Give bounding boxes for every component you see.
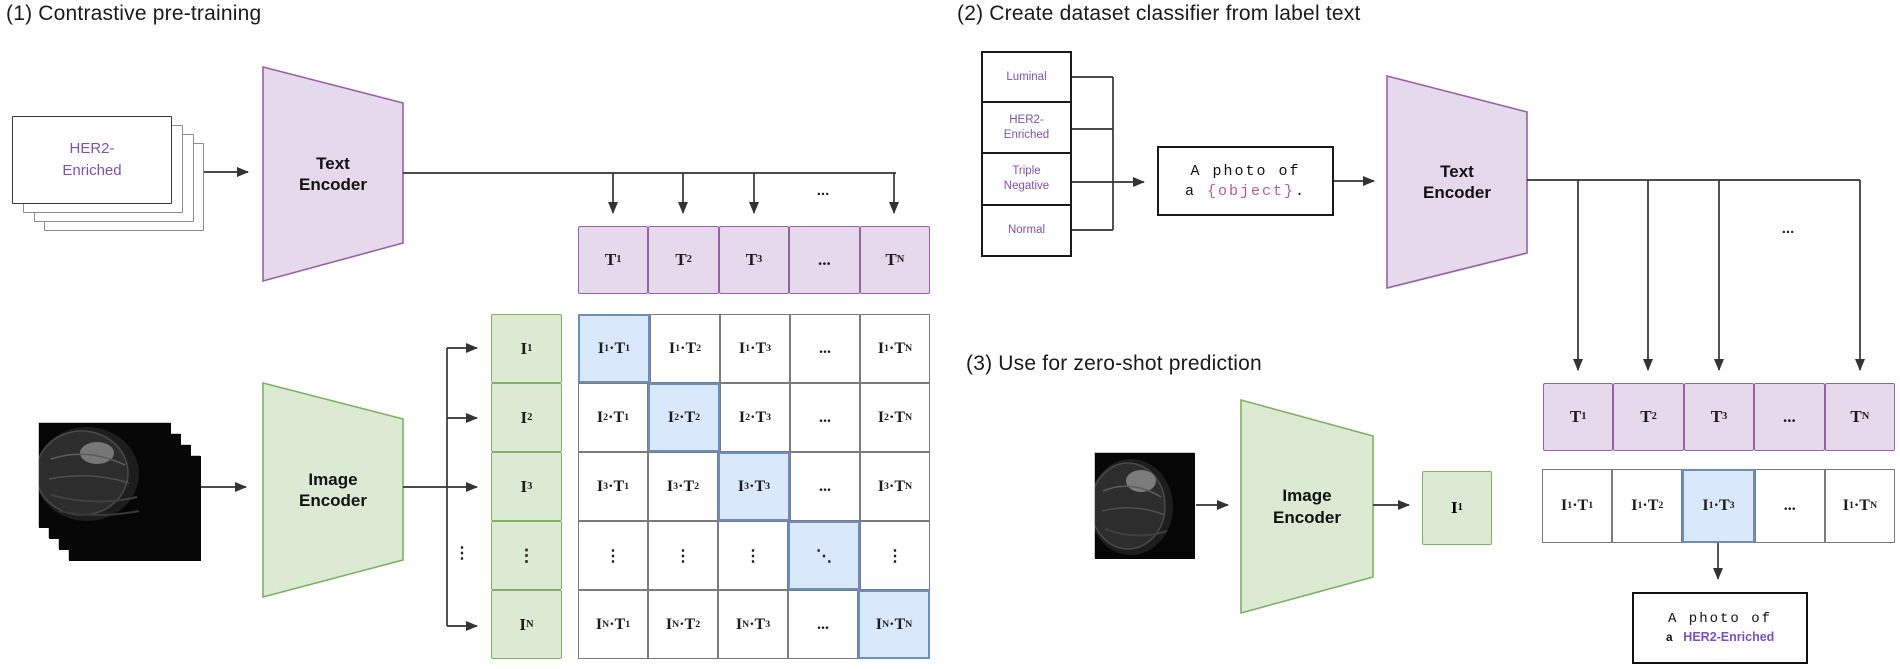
matrix-cell: ⋮: [718, 521, 788, 590]
matrix-cell: ...: [788, 590, 858, 659]
prompt-line2: a {object}.: [1185, 183, 1306, 200]
matrix-cell: ...: [790, 314, 860, 383]
matrix-cell: ⋮: [648, 521, 718, 590]
text-encoder-shape-2: [1386, 74, 1528, 290]
prompt-object-placeholder: {object}: [1206, 182, 1295, 200]
panel1-title: (1) Contrastive pre-training: [6, 2, 262, 25]
image-encoder-shape-1: [262, 381, 404, 599]
similarity-cell: ...: [1754, 469, 1825, 543]
result-prefix: a: [1665, 630, 1673, 645]
text-encoder-shape-1: [262, 65, 404, 283]
result-line1: A photo of: [1667, 610, 1772, 627]
prompt-prefix: a: [1184, 182, 1207, 200]
prompt-line1: A photo of: [1190, 162, 1301, 180]
ellipsis-drops: ...: [1781, 220, 1795, 237]
image-encoder-shape-3: [1240, 398, 1374, 615]
prompt-suffix: .: [1295, 182, 1307, 200]
result-line2: a HER2-Enriched: [1666, 630, 1775, 646]
matrix-cell: ...: [790, 452, 860, 521]
i-cell: ⋮: [491, 521, 562, 590]
ellipsis-top: ...: [816, 182, 830, 199]
mammogram-image: [35, 422, 171, 528]
ellipsis-branch: ⋮: [454, 545, 470, 562]
result-predicted-class: HER2-Enriched: [1683, 629, 1775, 644]
query-mammogram-image: [1089, 452, 1195, 559]
matrix-cell: ⋮: [578, 521, 648, 590]
prompt-template-box: A photo of a {object}.: [1157, 146, 1334, 216]
t-cell: ...: [789, 226, 860, 294]
panel3-title: (3) Use for zero-shot prediction: [966, 352, 1262, 375]
matrix-cell: ...: [790, 383, 860, 452]
text-card-front: HER2-Enriched: [12, 116, 172, 204]
t-cell: ...: [1754, 383, 1825, 451]
panel2-title: (2) Create dataset classifier from label…: [957, 2, 1361, 25]
prediction-result-box: A photo of a HER2-Enriched: [1632, 592, 1808, 664]
matrix-cell: ⋮: [860, 521, 930, 590]
class-label-normal: Normal: [981, 204, 1072, 257]
matrix-cell: ⋱: [788, 521, 860, 590]
